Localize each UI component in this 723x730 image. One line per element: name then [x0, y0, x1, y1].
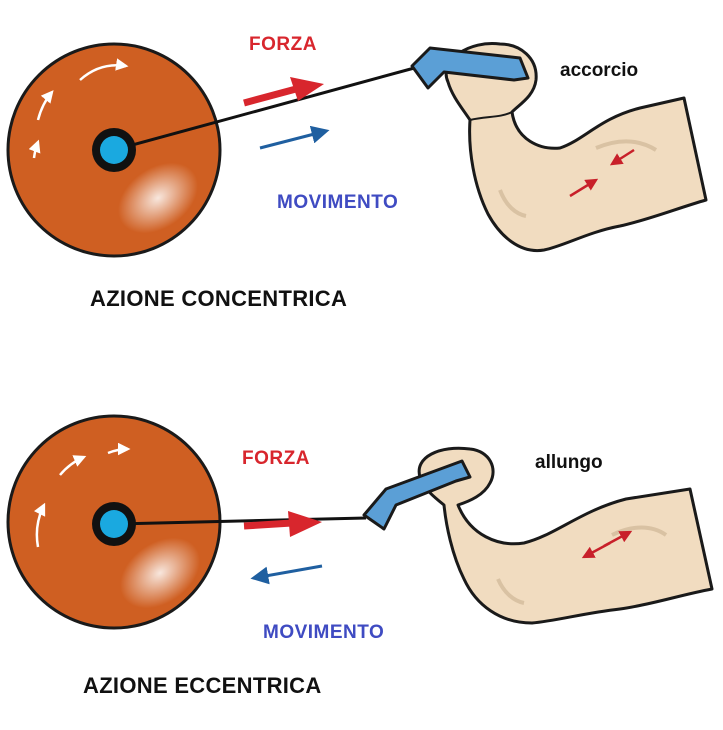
rotation-arrows-icon: [28, 58, 129, 159]
cable: [113, 516, 367, 526]
grip-handle: [362, 459, 472, 531]
concentric-illustration: [6, 42, 708, 258]
movement-label: MOVIMENTO: [277, 192, 399, 213]
concentric-panel: FORZA MOVIMENTO accorcio AZIONE CONCENTR…: [6, 34, 708, 311]
force-arrow: [243, 519, 293, 530]
force-arrow-head: [290, 77, 324, 101]
lengthening-arrow-icon: [581, 530, 633, 559]
movement-arrow-backward: [250, 564, 323, 585]
wheel-hub: [92, 128, 136, 172]
contraction-arrows-icon: [569, 148, 635, 198]
movement-label: MOVIMENTO: [263, 622, 385, 643]
cable: [113, 65, 419, 152]
rotation-arrows-icon: [33, 442, 131, 548]
muscle-action-label: accorcio: [560, 60, 639, 81]
eccentric-illustration: [6, 414, 714, 630]
eccentric-panel: FORZA MOVIMENTO allungo AZIONE ECCENTRIC…: [0, 365, 723, 730]
arm-contracted: [444, 42, 708, 253]
panel-title: AZIONE ECCENTRICA: [83, 673, 322, 698]
force-arrow-head: [288, 511, 322, 537]
force-label: FORZA: [249, 34, 317, 55]
arm-extending: [417, 446, 714, 625]
force-arrow: [243, 85, 297, 107]
panel-title: AZIONE CONCENTRICA: [90, 286, 348, 311]
movement-arrow-forward: [259, 125, 330, 150]
muscle-action-label: allungo: [535, 452, 603, 473]
grip-handle: [410, 46, 530, 90]
wheel-hub: [92, 502, 136, 546]
force-label: FORZA: [242, 448, 310, 469]
